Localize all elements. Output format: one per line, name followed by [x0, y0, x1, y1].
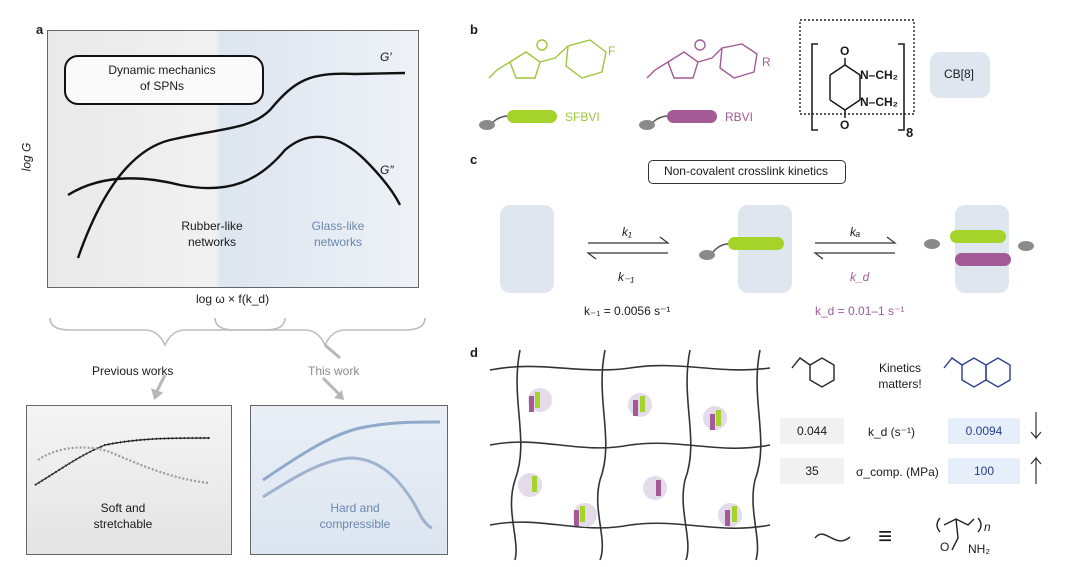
kinetics-matters: Kinetics matters!	[878, 361, 922, 391]
callout-box	[64, 55, 264, 105]
previous-works-label: Previous works	[92, 364, 174, 378]
g-prime-curve	[76, 71, 406, 259]
cb8-label: CB[8]	[944, 67, 975, 81]
soft-stretchable-box	[26, 405, 232, 555]
cb8-n-ch2-top: N–CH₂	[860, 68, 899, 82]
region-glass: Glass-like networks	[311, 219, 365, 249]
k1-label: k₁	[622, 225, 632, 239]
ka-label: kₐ	[850, 225, 861, 239]
cb8-subscript: 8	[906, 125, 914, 140]
panel-label-b: b	[470, 22, 478, 37]
label-g-prime: G′	[380, 50, 392, 64]
km1-label: k₋₁	[618, 270, 635, 284]
kinetics-title-box	[648, 160, 846, 184]
cb8-o-bottom: O	[840, 118, 850, 132]
x-axis-label: log ω × f(k_d)	[196, 292, 270, 306]
sigma-naph-cell: 100	[948, 458, 1020, 484]
callout-text: Dynamic mechanics of SPNs	[108, 63, 216, 93]
sfbvi-label: SFBVI	[565, 110, 600, 124]
panel-label-c: c	[470, 152, 478, 167]
rbvi-label: RBVI	[725, 110, 754, 124]
panel-label-a: a	[36, 22, 44, 37]
this-work-label: This work	[308, 364, 360, 378]
panel-label-d: d	[470, 345, 478, 360]
km1-value: k₋₁ = 0.0056 s⁻¹	[584, 304, 671, 318]
amide-nh2: NH₂	[968, 542, 990, 556]
label-g-double-prime: G″	[380, 163, 394, 177]
region-rubber: Rubber-like networks	[181, 219, 243, 249]
kinetics-title: Non-covalent crosslink kinetics	[663, 164, 829, 178]
amide-o: O	[940, 540, 950, 554]
kd-row-label: k_d (s⁻¹)	[868, 425, 916, 439]
n-subscript: n	[984, 520, 991, 534]
sigma-row-label: σ_comp. (MPa)	[856, 465, 939, 479]
sigma-benzyl-cell: 35	[780, 458, 844, 484]
fluorine-label: F	[608, 44, 616, 58]
cb8-o-top: O	[840, 44, 850, 58]
soft-label: Soft and stretchable	[93, 501, 153, 531]
hard-label: Hard and compressible	[319, 501, 391, 531]
equivalence-sign: ≡	[878, 523, 893, 550]
kd-label: k_d	[850, 270, 870, 284]
cb8-n-ch2-bottom: N–CH₂	[860, 95, 899, 109]
kd-value: k_d = 0.01–1 s⁻¹	[815, 304, 905, 318]
g-double-prime-curve	[67, 135, 402, 206]
kd-benzyl-cell: 0.044	[780, 418, 844, 444]
kd-naph-cell: 0.0094	[948, 418, 1020, 444]
r-group-label: R	[762, 55, 771, 69]
